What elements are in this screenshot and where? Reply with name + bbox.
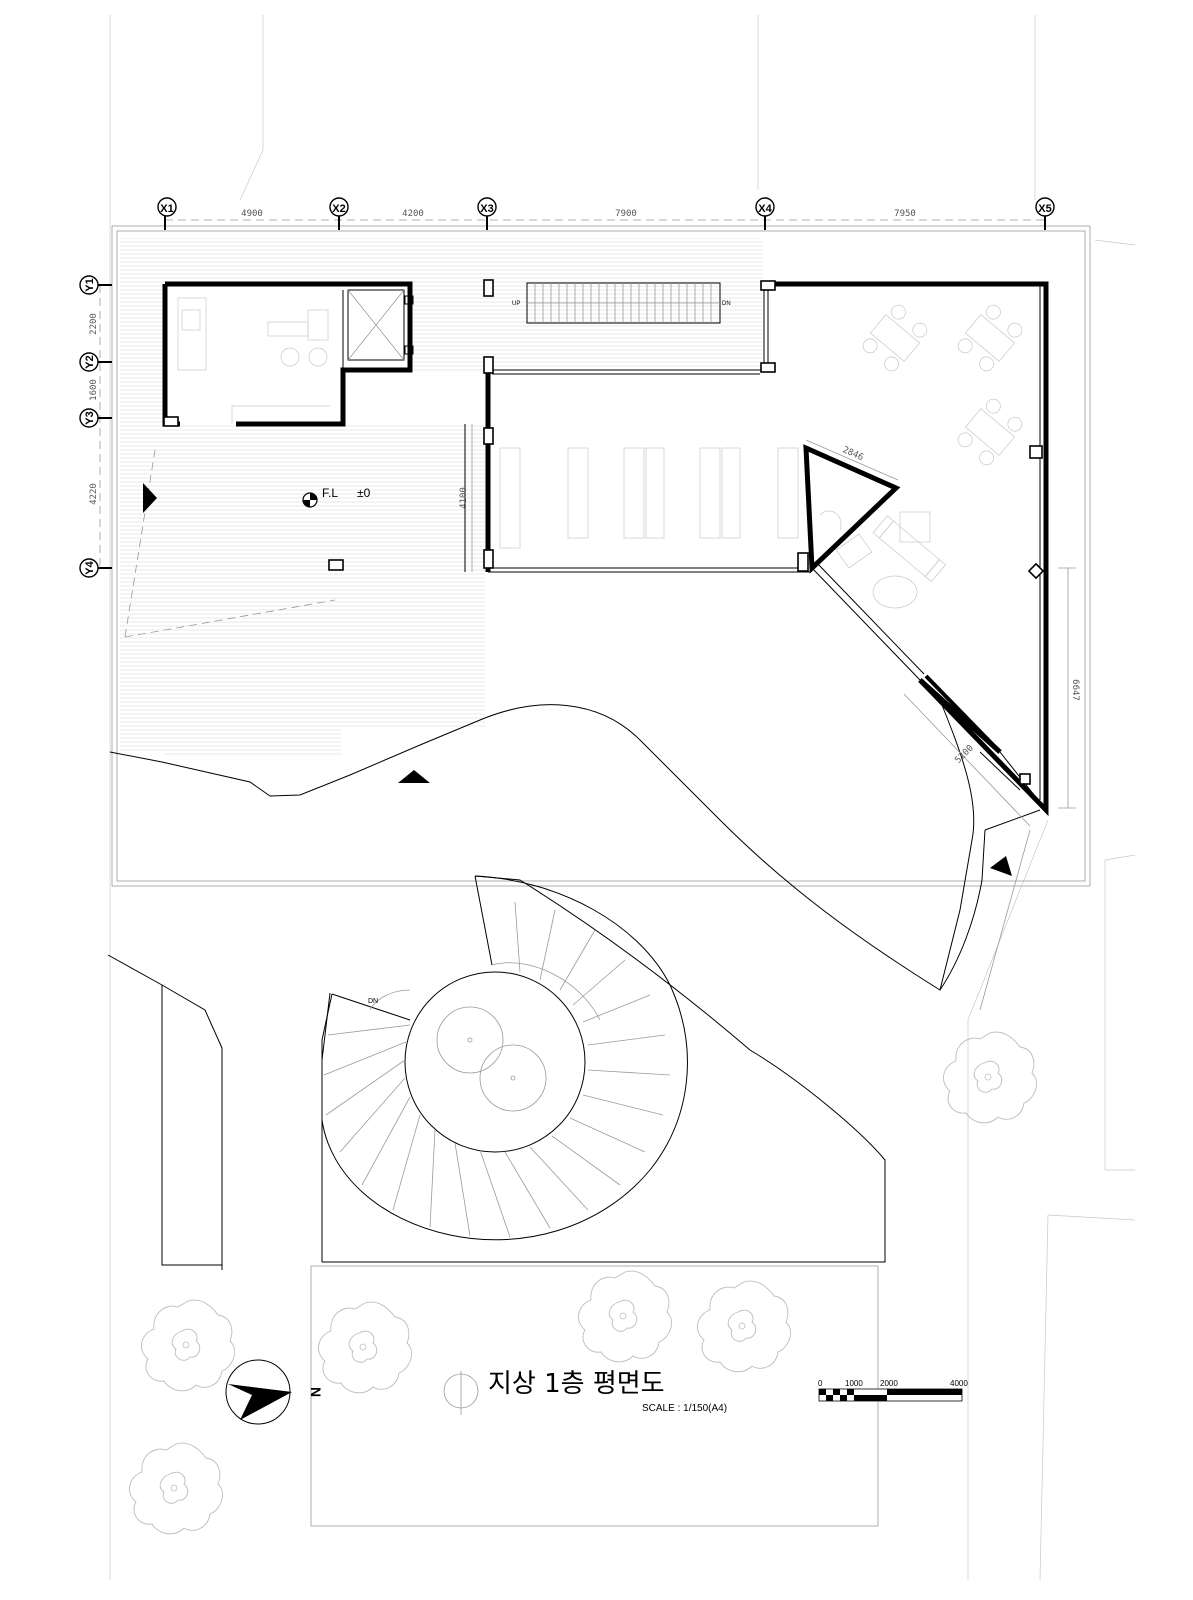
- dim-x2-x3: 4200: [402, 209, 424, 219]
- svg-text:2000: 2000: [880, 1379, 898, 1388]
- dim-x3-x4: 7900: [615, 209, 637, 219]
- north-arrow-icon: N: [225, 1359, 324, 1425]
- grid-bubble-y3: Y3: [79, 408, 99, 428]
- dim-6647: 6647: [1070, 679, 1080, 701]
- dim-y2-y3: 1600: [89, 379, 99, 401]
- svg-text:X5: X5: [1038, 203, 1051, 215]
- columns: [163, 279, 1045, 785]
- dim-x4-x5: 7950: [894, 209, 916, 219]
- furniture: [177, 297, 1023, 609]
- level-marker: F.L ±0: [302, 486, 371, 508]
- svg-text:1000: 1000: [845, 1379, 863, 1388]
- svg-text:X4: X4: [758, 203, 772, 215]
- elevator-shaft: [347, 289, 414, 361]
- drawing-title: 지상 1층 평면도: [488, 1369, 665, 1399]
- grid-bubble-x1: X1: [157, 197, 177, 217]
- svg-text:X2: X2: [332, 203, 345, 215]
- glazing: [464, 424, 1021, 791]
- dim-y3-y4: 4220: [89, 483, 99, 505]
- grid-axis: X1 X2 X3 X4 X5 Y1 Y2 Y3: [79, 197, 1055, 578]
- grid-bubble-x2: X2: [329, 197, 349, 217]
- trees: [129, 1031, 1038, 1535]
- grid-bubble-y2: Y2: [79, 352, 99, 372]
- entrance-arrows: [143, 483, 1012, 876]
- site-outline: [111, 225, 1091, 887]
- dim-x1-x2: 4900: [241, 209, 263, 219]
- spiral-dn-label: DN: [368, 998, 378, 1005]
- grid-bubble-y4: Y4: [79, 558, 99, 578]
- drawing-scale: SCALE : 1/150(A4): [642, 1403, 727, 1414]
- svg-text:X3: X3: [480, 203, 493, 215]
- grid-bubble-x5: X5: [1035, 197, 1055, 217]
- svg-text:4000: 4000: [950, 1379, 968, 1388]
- svg-text:Y1: Y1: [84, 278, 96, 291]
- svg-text:Y2: Y2: [84, 355, 96, 368]
- svg-text:Y3: Y3: [84, 411, 96, 424]
- straight-stair: UP DN: [512, 282, 731, 324]
- north-label: N: [308, 1387, 324, 1397]
- grid-bubble-y1: Y1: [79, 275, 99, 295]
- walkway-paths: [107, 699, 1041, 1270]
- dim-5200: 5200: [953, 743, 975, 765]
- grid-bubble-x4: X4: [755, 197, 775, 217]
- deck-hatching: [120, 238, 762, 757]
- stair-up-label: UP: [512, 301, 520, 307]
- scale-bar: 0 1000 2000 4000: [818, 1379, 968, 1402]
- site-boundary-lines: [109, 15, 1136, 1581]
- level-label: F.L: [322, 486, 338, 500]
- spiral-stair: DN: [321, 875, 688, 1241]
- level-value: ±0: [357, 486, 371, 500]
- title-block: 지상 1층 평면도 SCALE : 1/150(A4): [443, 1369, 727, 1415]
- dimensions: 4900 4200 7900 7950 2200 1600 4220 4100 …: [89, 209, 1080, 827]
- svg-text:Y4: Y4: [84, 560, 96, 574]
- stair-dn-label: DN: [722, 301, 731, 307]
- grid-bubble-x3: X3: [477, 197, 497, 217]
- dim-y1-y2: 2200: [89, 313, 99, 335]
- svg-text:X1: X1: [160, 203, 173, 215]
- dim-4100: 4100: [459, 487, 469, 509]
- svg-text:0: 0: [818, 1379, 823, 1388]
